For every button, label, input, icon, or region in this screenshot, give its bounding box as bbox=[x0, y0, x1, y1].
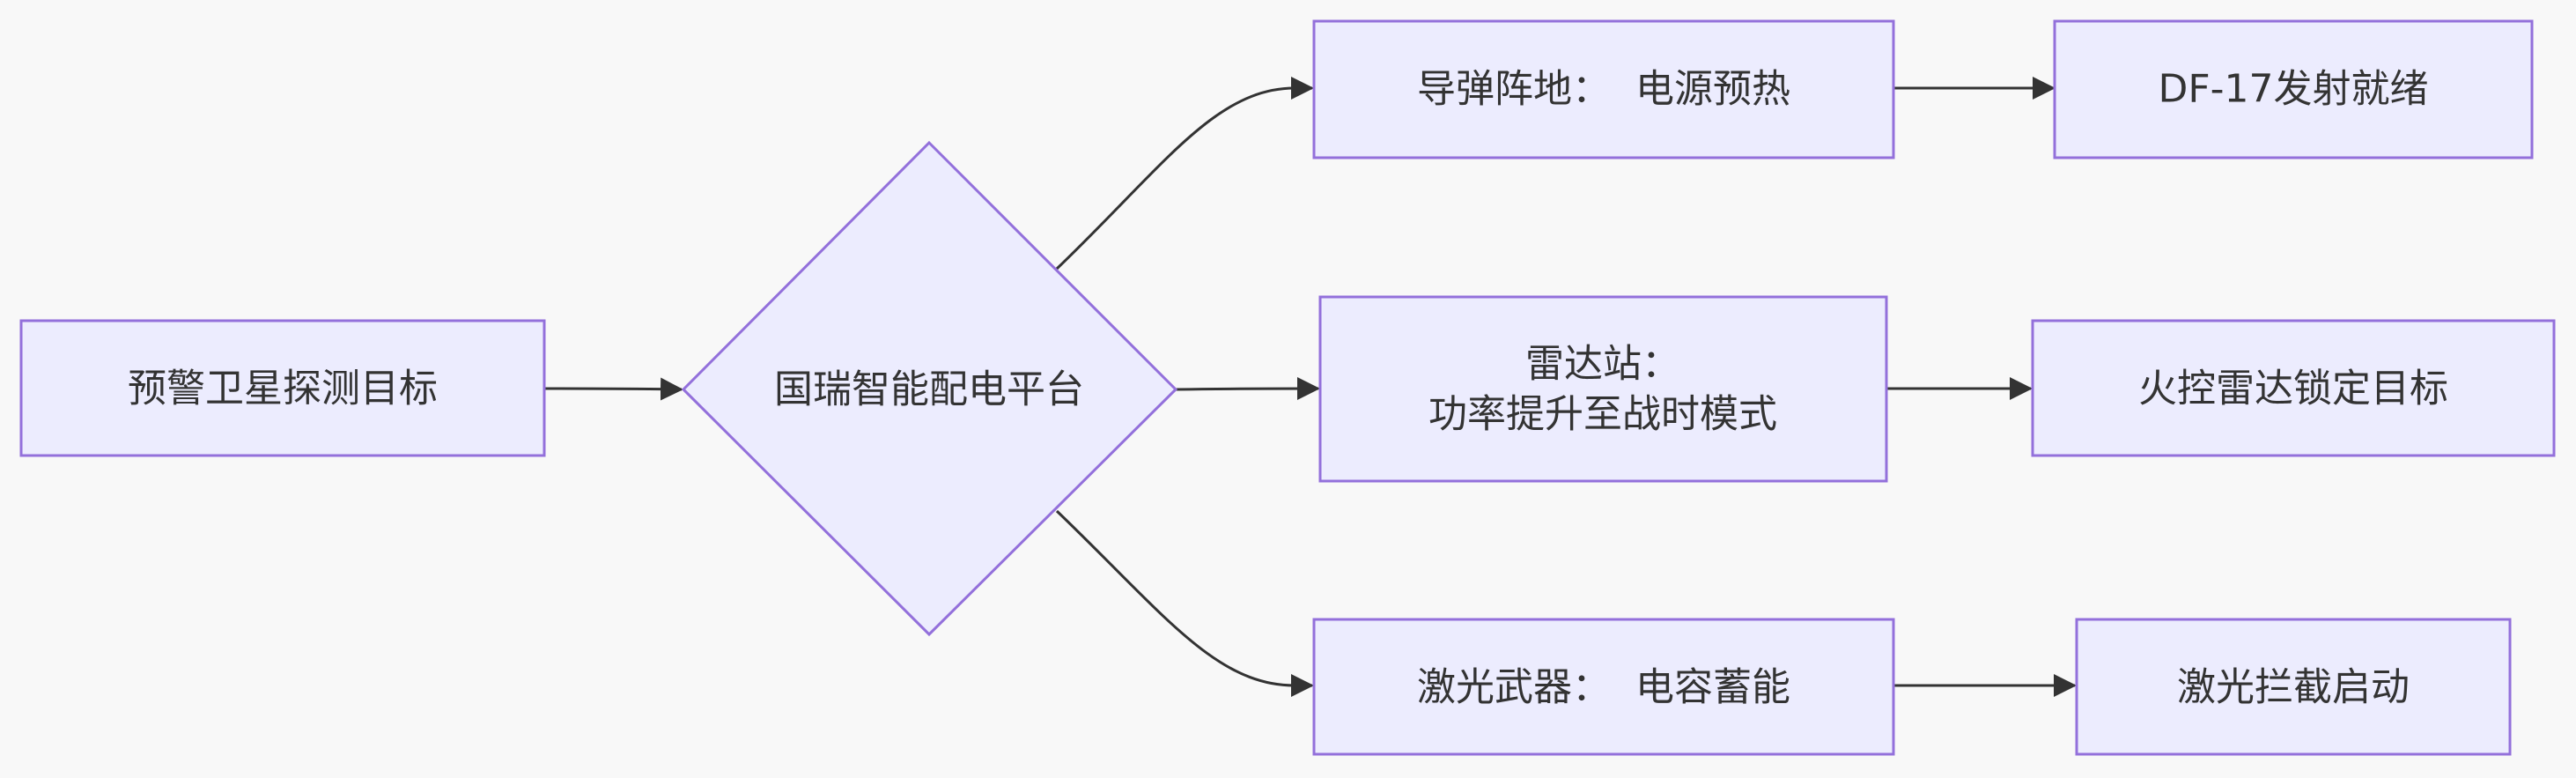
node-laser-weapon: 激光武器： 电容蓄能 bbox=[1312, 618, 1895, 756]
node-power-platform-label: 国瑞智能配电平台 bbox=[774, 367, 1084, 412]
node-df17-ready: DF-17发射就绪 bbox=[2053, 19, 2534, 159]
node-fire-control-radar-label: 火控雷达锁定目标 bbox=[2138, 367, 2448, 411]
edge-platform-to-missile-site bbox=[1055, 77, 1314, 270]
node-missile-site-label: 导弹阵地： 电源预热 bbox=[1417, 67, 1790, 112]
node-df17-ready-label: DF-17发射就绪 bbox=[2158, 67, 2428, 112]
node-radar-station-label-line2: 功率提升至战时模式 bbox=[1428, 392, 1777, 437]
node-satellite-detection: 预警卫星探测目标 bbox=[19, 319, 546, 457]
node-satellite-detection-label: 预警卫星探测目标 bbox=[128, 367, 438, 411]
node-laser-intercept-label: 激光拦截启动 bbox=[2177, 665, 2410, 710]
node-laser-weapon-label: 激光武器： 电容蓄能 bbox=[1417, 665, 1790, 710]
node-missile-site: 导弹阵地： 电源预热 bbox=[1312, 19, 1895, 159]
node-laser-intercept: 激光拦截启动 bbox=[2075, 618, 2512, 756]
node-power-platform-decision: 国瑞智能配电平台 bbox=[681, 140, 1178, 637]
node-fire-control-radar: 火控雷达锁定目标 bbox=[2031, 319, 2556, 457]
edge-platform-to-laser-weapon bbox=[1055, 509, 1314, 697]
node-radar-station: 雷达站： 功率提升至战时模式 bbox=[1318, 295, 1888, 483]
node-radar-station-label-line1: 雷达站： bbox=[1525, 342, 1680, 387]
